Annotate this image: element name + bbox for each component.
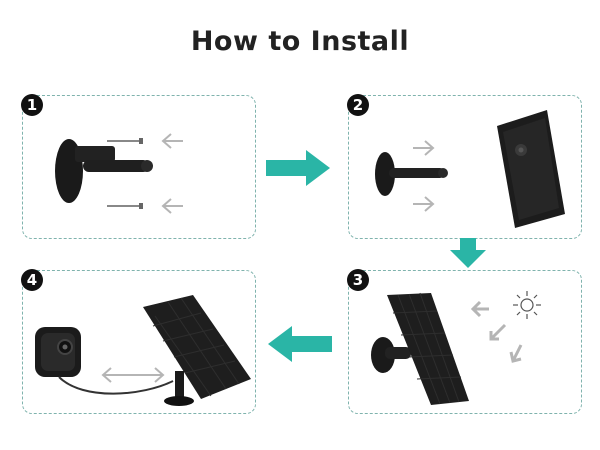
step-2-panel: 2 bbox=[347, 94, 582, 239]
flow-arrow-right-icon bbox=[266, 150, 330, 186]
solar-panel bbox=[387, 292, 469, 405]
step-1-illustration bbox=[55, 133, 183, 214]
mount-base bbox=[371, 337, 395, 373]
step-3-illustration bbox=[371, 291, 541, 405]
mount-stem bbox=[83, 160, 149, 172]
camera bbox=[35, 327, 81, 377]
step-2-badge: 2 bbox=[347, 94, 369, 116]
mount-arm bbox=[75, 146, 115, 162]
step-3-panel: 3 bbox=[347, 269, 582, 414]
gray-double-arrow-icon bbox=[101, 367, 165, 383]
step-4-illustration bbox=[35, 295, 251, 406]
gray-arrow-sunlight-3-icon bbox=[509, 344, 523, 363]
sun-icon bbox=[513, 291, 541, 319]
mount-base bbox=[164, 396, 194, 406]
page-title: How to Install bbox=[190, 26, 410, 57]
screw-top bbox=[107, 138, 143, 144]
mount-stem bbox=[385, 347, 411, 359]
charging-cable bbox=[58, 376, 174, 395]
step-3-badge: 3 bbox=[347, 269, 369, 291]
mount-base bbox=[375, 152, 395, 196]
solar-panel bbox=[143, 295, 251, 399]
gray-arrow-sunlight-2-icon bbox=[489, 323, 507, 341]
mount-stem bbox=[389, 168, 445, 178]
step-1-badge: 1 bbox=[21, 94, 43, 116]
step-4-panel: 4 bbox=[21, 269, 256, 414]
gray-arrow-left-bottom-icon bbox=[161, 198, 183, 214]
gray-arrow-right-bottom-icon bbox=[413, 196, 435, 212]
mount-stem bbox=[175, 371, 184, 397]
screw-bottom bbox=[107, 203, 143, 209]
mount-ball bbox=[438, 168, 448, 178]
solar-panel-back bbox=[497, 110, 565, 228]
step-2-illustration bbox=[375, 110, 565, 228]
gray-arrow-right-top-icon bbox=[413, 140, 435, 156]
gray-arrow-sunlight-1-icon bbox=[470, 300, 489, 318]
gray-arrow-left-top-icon bbox=[161, 133, 183, 149]
mount-ball bbox=[141, 160, 153, 172]
flow-arrow-left-icon bbox=[268, 326, 332, 362]
flow-arrow-down-icon bbox=[450, 238, 486, 268]
step-1-panel: 1 bbox=[21, 94, 256, 239]
step-4-badge: 4 bbox=[21, 269, 43, 291]
